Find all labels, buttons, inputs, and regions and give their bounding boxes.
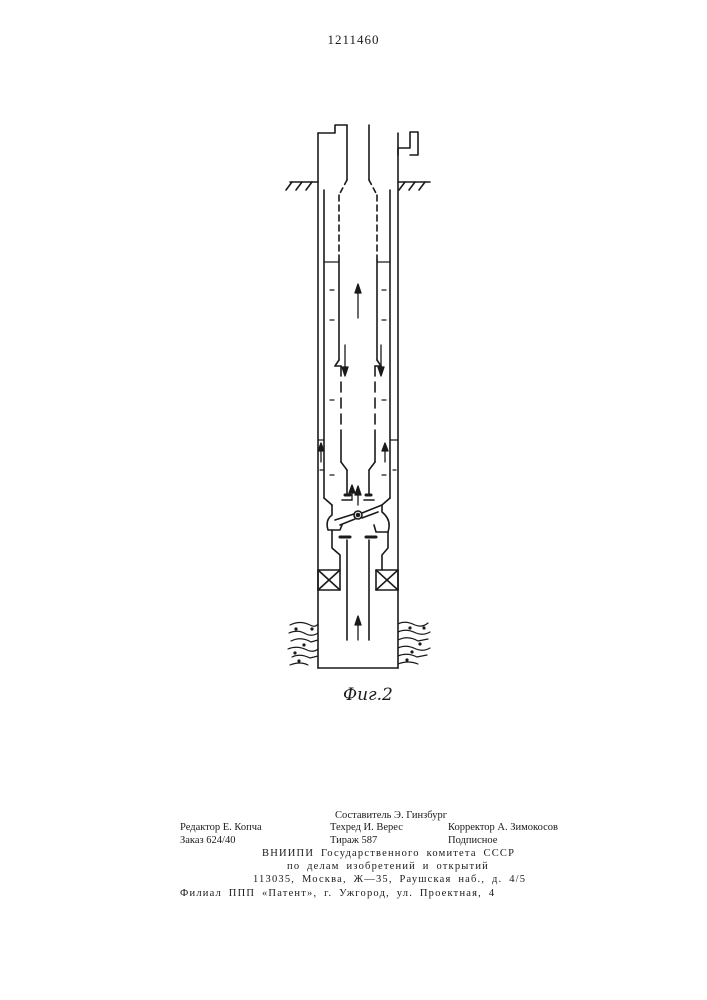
switching-valve xyxy=(327,495,389,570)
imprint-tech-editor: Техред И. Верес xyxy=(330,822,403,833)
imprint-editor: Редактор Е. Копча xyxy=(180,822,262,833)
casing-string xyxy=(318,125,418,590)
imprint-org-line1: ВНИИПИ Государственного комитета СССР xyxy=(262,848,515,859)
imprint-address: 113035, Москва, Ж—35, Раушская наб., д. … xyxy=(253,874,526,885)
imprint-corrector: Корректор А. Зимокосов xyxy=(448,822,558,833)
ground-surface-left xyxy=(286,182,318,190)
packer xyxy=(318,570,398,590)
imprint-circulation: Тираж 587 xyxy=(330,835,377,846)
imprint-compiler: Составитель Э. Гинзбург xyxy=(335,810,447,821)
figure-caption: Фиг.2 xyxy=(343,685,393,705)
imprint-order: Заказ 624/40 xyxy=(180,835,235,846)
formation-left xyxy=(288,623,318,666)
imprint-org-line2: по делам изобретений и открытий xyxy=(287,861,489,872)
ground-surface-right xyxy=(398,182,430,190)
formation-right xyxy=(398,622,430,664)
annular-tube xyxy=(324,190,390,505)
imprint-branch: Филиал ППП «Патент», г. Ужгород, ул. Про… xyxy=(180,888,495,899)
imprint-subscription: Подписное xyxy=(448,835,497,846)
